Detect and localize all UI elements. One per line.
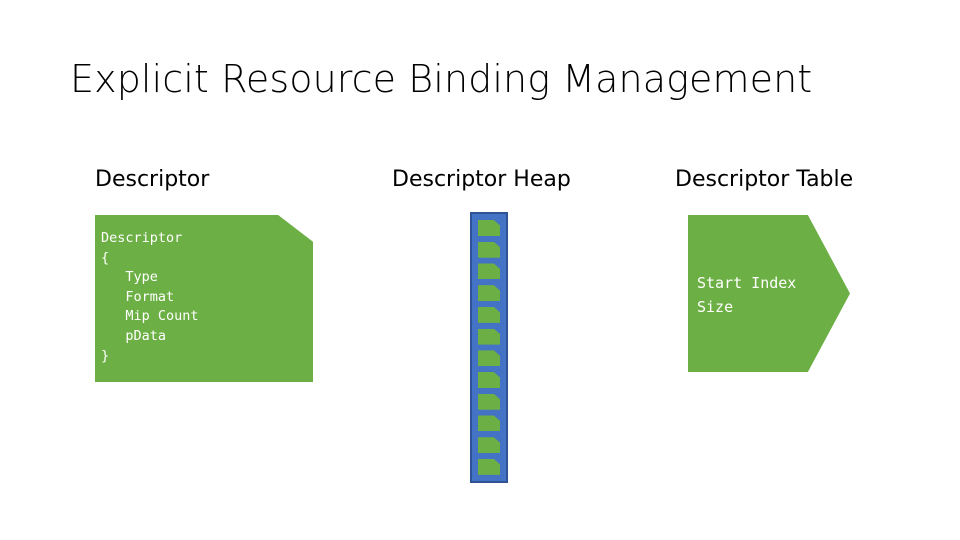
descriptor-slot-icon: [478, 263, 500, 280]
descriptor-slot-icon: [478, 458, 500, 475]
column-heading-descriptor-table: Descriptor Table: [675, 167, 854, 192]
descriptor-slot-icon: [478, 328, 500, 345]
descriptor-slot-icon: [478, 306, 500, 323]
descriptor-code-text: Descriptor { Type Format Mip Count pData…: [101, 230, 199, 364]
column-heading-descriptor: Descriptor: [95, 167, 210, 192]
descriptor-slot-icon: [478, 393, 500, 410]
descriptor-slot-icon: [478, 415, 500, 432]
descriptor-table-fields-text: Start Index Size: [697, 274, 797, 316]
descriptor-slot-icon: [478, 372, 500, 389]
descriptor-slot-icon: [478, 350, 500, 367]
column-heading-descriptor-heap: Descriptor Heap: [392, 167, 571, 192]
descriptor-heap-column: [470, 212, 508, 483]
descriptor-slot-icon: [478, 220, 500, 236]
descriptor-slot-icon: [478, 241, 500, 258]
descriptor-card-shape: [95, 215, 313, 382]
descriptor-slot-icon: [478, 437, 500, 454]
page-title: Explicit Resource Binding Management: [70, 57, 813, 101]
descriptor-slot-icon: [478, 285, 500, 302]
